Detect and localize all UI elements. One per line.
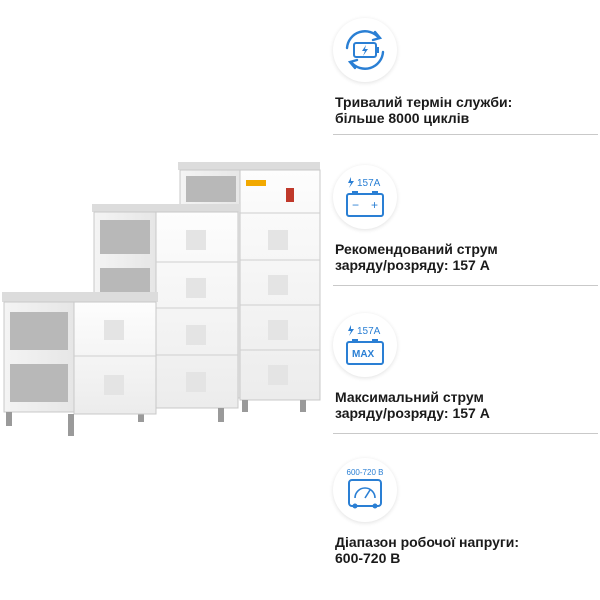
battery-stack-illustration (2, 162, 321, 436)
feature-recommended-current-text: Рекомендований струм заряду/розряду: 157… (335, 241, 595, 273)
feature-max-current-text: Максимальний струм заряду/розряду: 157 А (335, 389, 595, 421)
voltage-gauge-icon: 600-720 В (333, 458, 397, 522)
divider (333, 433, 598, 434)
feature-recommended-current-line2: заряду/розряду: 157 А (335, 257, 490, 273)
feature-max-current-line1: Максимальний струм (335, 389, 484, 405)
tower-left (2, 292, 158, 436)
voltage-badge: 600-720 В (347, 468, 384, 477)
battery-current-icon: 157A − + (333, 165, 397, 229)
feature-lifespan-text: Тривалий термін служби: більше 8000 цикл… (335, 94, 595, 126)
divider (333, 285, 598, 286)
feature-voltage-range-text: Діапазон робочої напруги: 600-720 В (335, 534, 595, 566)
feature-lifespan-line2: більше 8000 циклів (335, 110, 470, 126)
feature-recommended-current-line1: Рекомендований струм (335, 241, 498, 257)
current-badge: 157A (357, 178, 381, 189)
feature-voltage-range-line2: 600-720 В (335, 550, 401, 566)
battery-minus-glyph: − (352, 198, 359, 212)
battery-max-label: MAX (352, 349, 375, 360)
battery-max-current-icon: 157A MAX (333, 313, 397, 377)
feature-max-current-line2: заряду/розряду: 157 А (335, 405, 490, 421)
battery-cycle-icon (333, 18, 397, 82)
battery-plus-glyph: + (371, 198, 378, 212)
feature-lifespan-line1: Тривалий термін служби: (335, 94, 513, 110)
max-current-badge: 157A (357, 326, 381, 337)
divider (333, 134, 598, 135)
feature-voltage-range-line1: Діапазон робочої напруги: (335, 534, 519, 550)
